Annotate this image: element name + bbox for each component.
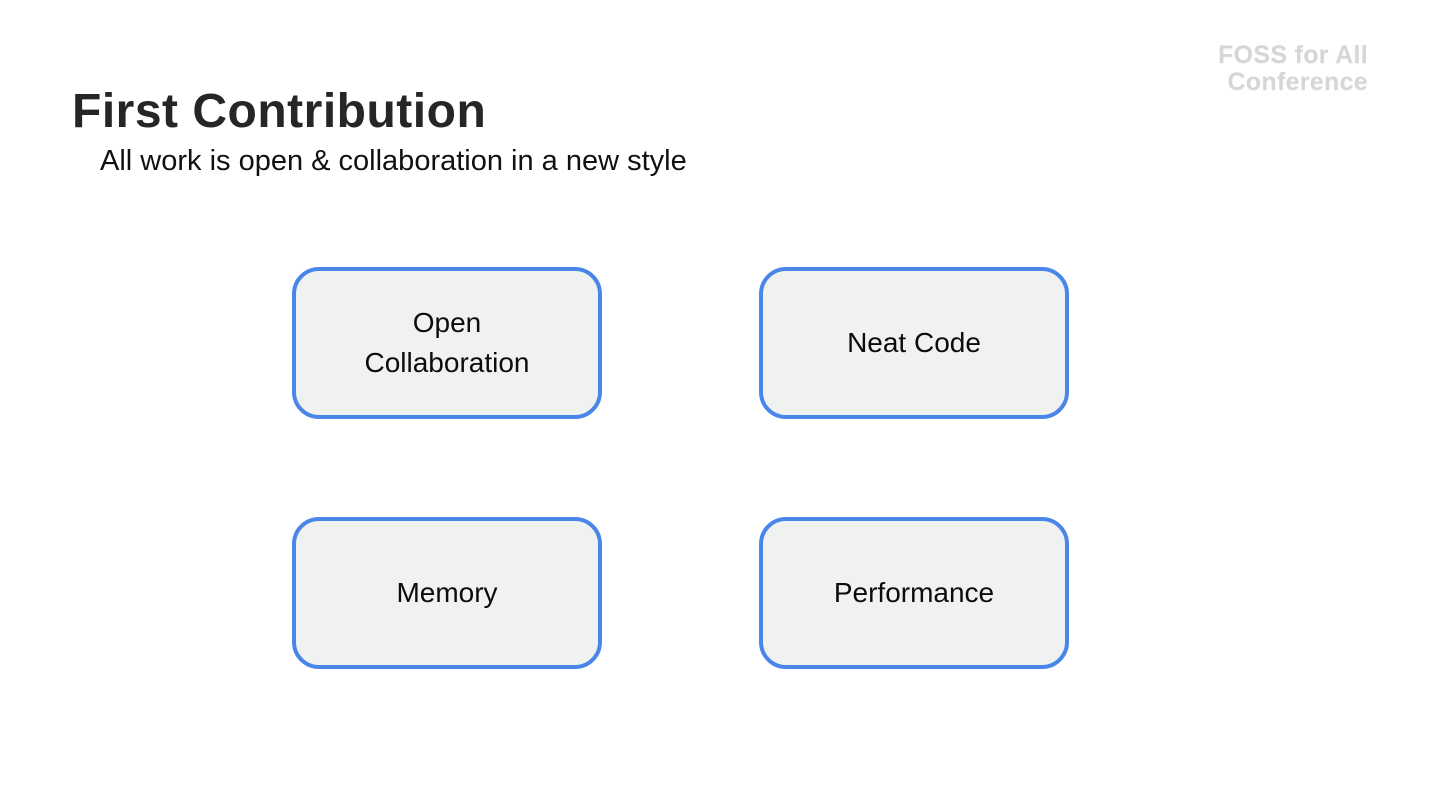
conference-logo: FOSS for All Conference — [1218, 42, 1368, 96]
concept-box-label: Performance — [833, 577, 995, 608]
concept-box-label: Memory — [396, 577, 498, 608]
slide-title: First Contribution — [72, 85, 487, 139]
concept-box-neat-code: Neat Code — [759, 267, 1069, 419]
concept-box-label: Neat Code — [847, 327, 981, 358]
concept-box-performance: Performance — [759, 517, 1069, 669]
slide-subtitle: All work is open & collaboration in a ne… — [100, 145, 687, 177]
concept-box-label: Open Collaboration — [364, 307, 530, 378]
concept-box-open-collaboration: Open Collaboration — [292, 267, 602, 419]
conference-logo-line2: Conference — [1227, 68, 1368, 96]
concept-box-memory: Memory — [292, 517, 602, 669]
conference-logo-line1: FOSS for All — [1218, 41, 1368, 69]
